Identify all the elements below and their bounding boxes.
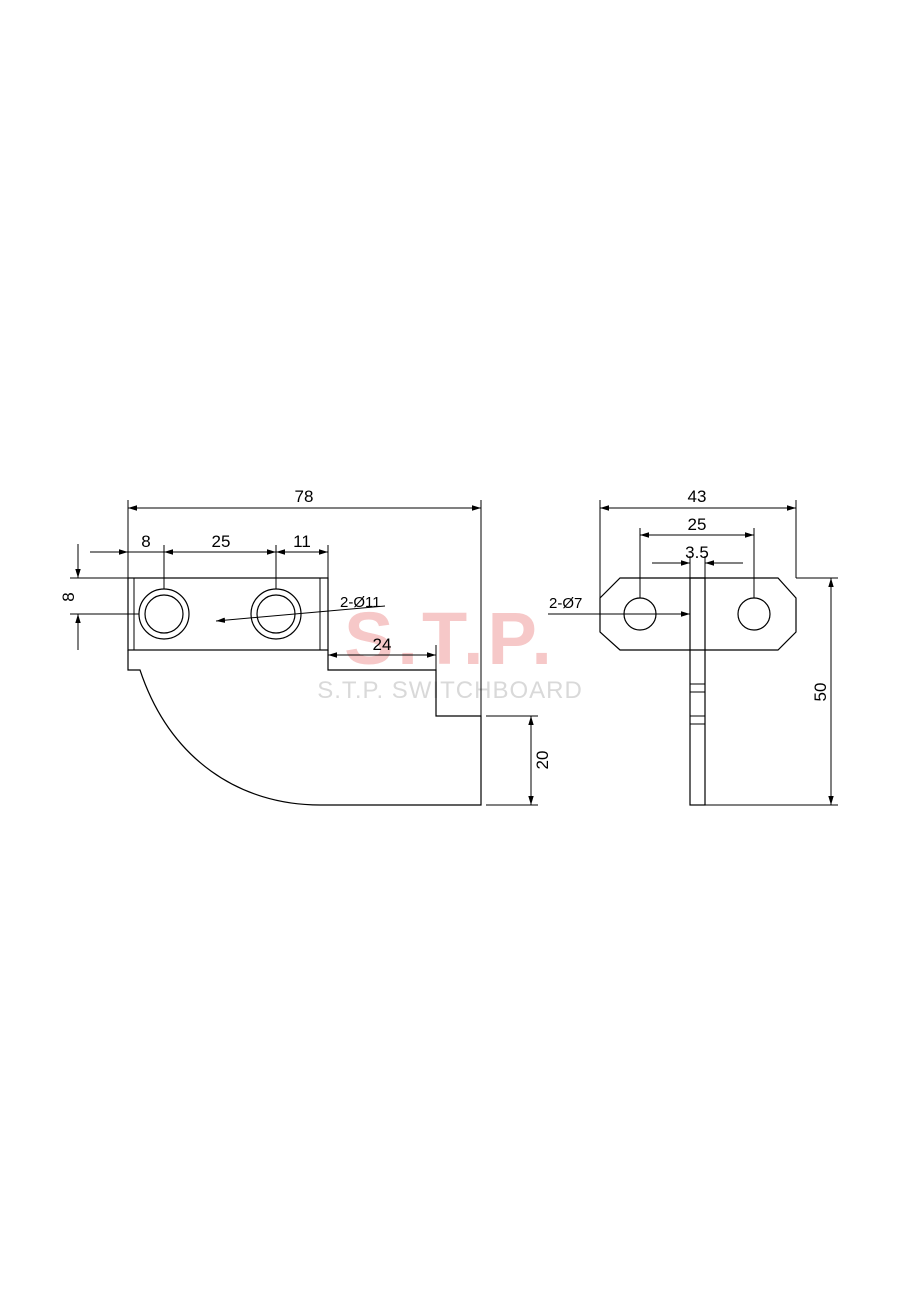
side-hole-left-inner <box>144 594 184 634</box>
dim-hole-to-end: 11 <box>293 532 311 551</box>
dim-step-length: 24 <box>373 635 392 654</box>
dim-width: 43 <box>688 487 707 506</box>
dim-front-holes: 2-Ø7 <box>549 595 582 612</box>
watermark-subtitle: S.T.P. SWITCHBOARD <box>317 677 583 704</box>
watermark-logo: S.T.P. <box>344 597 556 680</box>
dim-front-height: 50 <box>811 683 830 702</box>
dim-overall-length: 78 <box>295 487 314 506</box>
side-hole-left-outer <box>138 588 190 640</box>
front-hole-right <box>737 597 771 631</box>
front-view: 43 25 3.5 2-Ø7 50 <box>548 487 838 806</box>
dim-height: 8 <box>59 592 78 601</box>
side-view: 78 8 25 11 8 2-Ø11 24 20 <box>59 487 552 806</box>
dim-holes: 2-Ø11 <box>340 594 381 611</box>
dim-hole-spacing: 25 <box>212 532 231 551</box>
front-flange <box>599 577 797 651</box>
dim-edge-to-hole: 8 <box>141 532 150 551</box>
dim-thickness: 3.5 <box>685 543 709 562</box>
dim-foot-height: 20 <box>533 751 552 770</box>
leader-holes <box>215 605 386 623</box>
dim-front-hole-spacing: 25 <box>688 515 707 534</box>
side-body-outline <box>127 650 482 806</box>
